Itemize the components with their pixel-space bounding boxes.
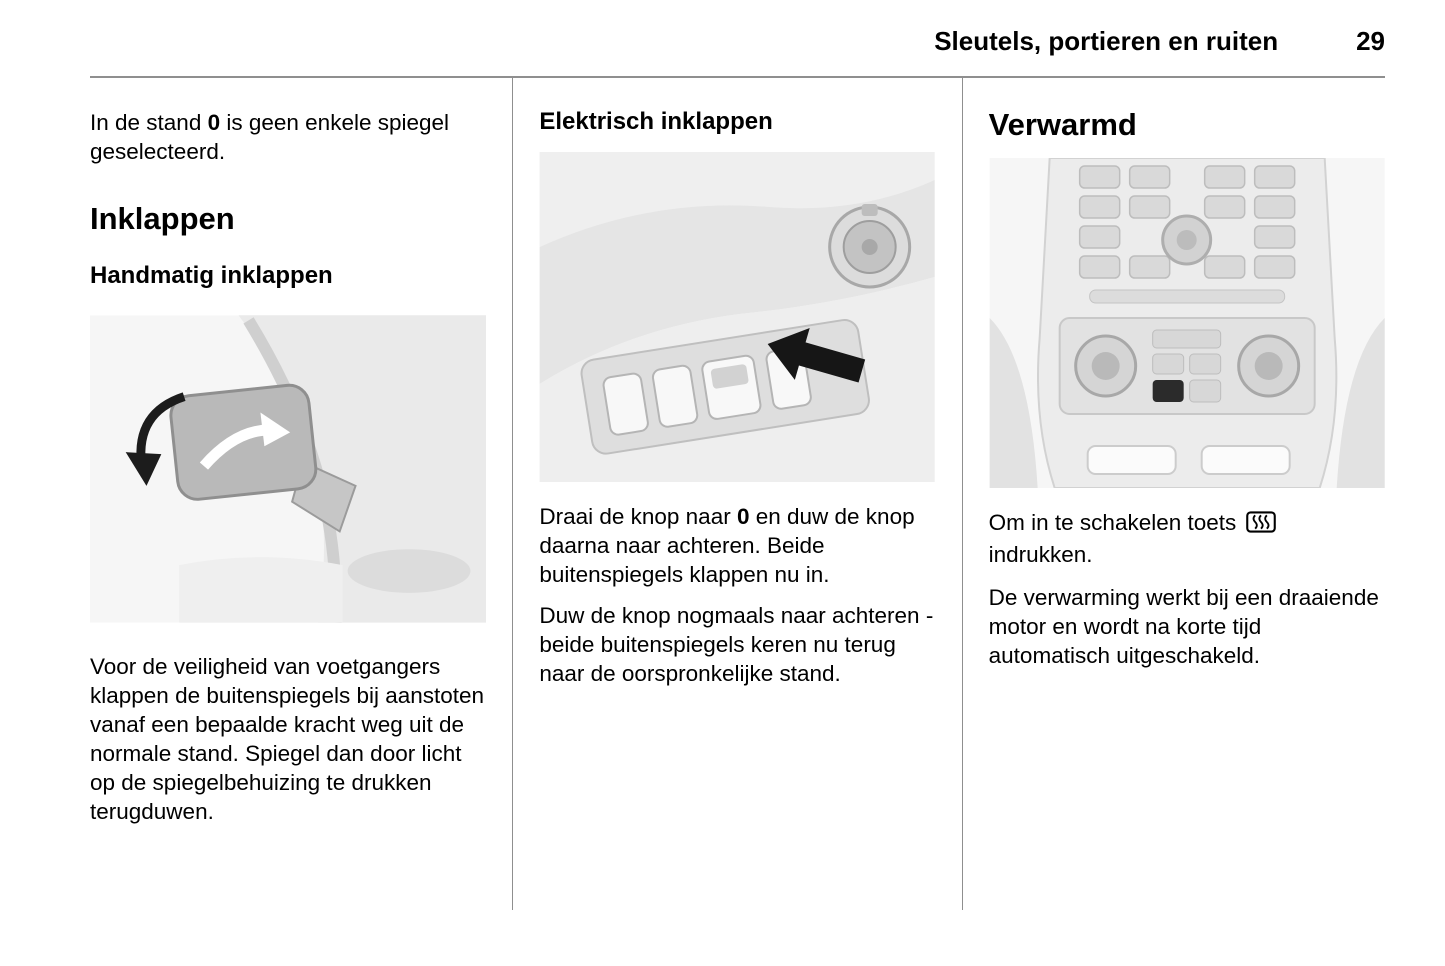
manual-mirror-fold-drawing xyxy=(90,315,487,623)
heating-text-post: indrukken. xyxy=(988,542,1093,567)
intro-text-pre: In de stand xyxy=(90,110,208,135)
instruction-text-post: en duw de knop daarna naar achteren. Bei… xyxy=(539,504,915,587)
heating-activation-paragraph: Om in te schakelen toets indrukken. xyxy=(989,508,1385,569)
column-left: In de stand 0 is geen enkele spiegel ges… xyxy=(90,78,487,910)
center-console-illustration xyxy=(989,158,1385,488)
page-number: 29 xyxy=(1356,26,1385,56)
bold-zero: 0 xyxy=(207,110,221,135)
heated-rear-window-icon xyxy=(1245,511,1276,540)
content-columns: In de stand 0 is geen enkele spiegel ges… xyxy=(90,78,1385,910)
column-divider xyxy=(961,78,963,910)
power-unfold-instruction-paragraph: Duw de knop nogmaals naar achteren - bei… xyxy=(539,603,934,686)
bold-zero: 0 xyxy=(736,504,750,529)
intro-paragraph: In de stand 0 is geen enkele spiegel ges… xyxy=(90,108,486,166)
center-console-drawing xyxy=(989,158,1385,488)
section-heading-inklappen: Inklappen xyxy=(90,201,235,236)
column-middle: Elektrisch inklappen xyxy=(539,78,935,910)
section-heading-verwarmd: Verwarmd xyxy=(988,107,1137,142)
heating-behavior-paragraph: De verwarming werkt bij een draaiende mo… xyxy=(988,585,1379,668)
heating-text-pre: Om in te schakelen toets xyxy=(988,510,1243,535)
instruction-text-pre: Draai de knop naar xyxy=(539,504,737,529)
power-fold-switch-drawing xyxy=(539,152,935,482)
column-right: Verwarmd xyxy=(989,78,1385,910)
intro-text-post: is geen enkele spiegel geselecteerd. xyxy=(90,110,450,164)
header-divider xyxy=(90,76,1385,78)
power-fold-switch-illustration xyxy=(539,152,935,482)
column-divider xyxy=(512,78,514,910)
pedestrian-safety-paragraph: Voor de veiligheid van voetgangers klapp… xyxy=(90,654,485,824)
page-header: Sleutels, portieren en ruiten 29 xyxy=(90,26,1385,56)
power-fold-instruction-paragraph: Draai de knop naar 0 en duw de knop daar… xyxy=(539,502,935,589)
manual-mirror-fold-illustration xyxy=(90,314,487,624)
subsection-heading-elektrisch-inklappen: Elektrisch inklappen xyxy=(539,108,773,135)
chapter-title: Sleutels, portieren en ruiten xyxy=(934,26,1279,56)
subsection-heading-handmatig-inklappen: Handmatig inklappen xyxy=(90,262,333,289)
